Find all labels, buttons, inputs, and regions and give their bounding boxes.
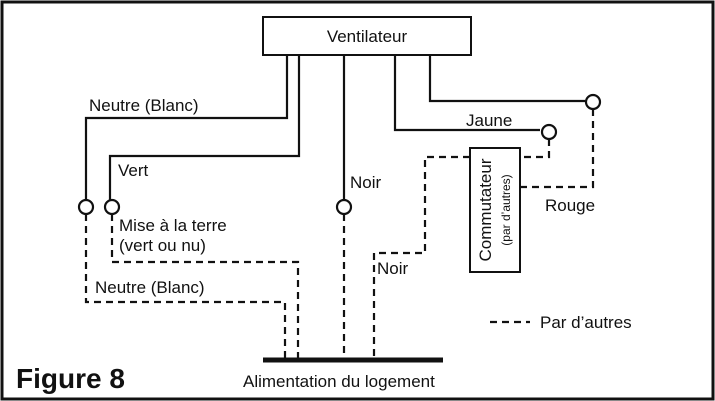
neutral-house-wire — [84, 214, 287, 359]
red-to-switch-wire — [520, 109, 595, 189]
neutral-terminal — [77, 198, 95, 216]
black-terminal — [335, 198, 353, 216]
yellow-label: Jaune — [466, 111, 512, 130]
yellow-fan-wire — [393, 55, 540, 132]
ground-house-wire — [110, 214, 300, 359]
yellow-to-switch-wire — [520, 139, 551, 159]
switch-to-supply-wire — [372, 155, 470, 359]
red-terminal — [584, 93, 602, 111]
black-house-label: Noir — [377, 259, 409, 278]
neutral-fan-wire — [84, 55, 289, 201]
legend-label: Par d’autres — [540, 313, 632, 332]
switch-label: Commutateur — [476, 158, 495, 261]
green-label: Vert — [118, 161, 149, 180]
ground-label-line2: (vert ou nu) — [119, 236, 206, 255]
figure-label: Figure 8 — [16, 363, 125, 394]
neutral-fan-label: Neutre (Blanc) — [89, 96, 199, 115]
neutral-house-label: Neutre (Blanc) — [95, 278, 205, 297]
fan-label: Ventilateur — [327, 27, 408, 46]
yellow-terminal — [540, 123, 558, 141]
fan-wires — [84, 55, 585, 201]
green-fan-wire — [108, 55, 301, 201]
terminals — [77, 93, 602, 216]
switch-box — [469, 147, 521, 273]
red-label: Rouge — [545, 196, 595, 215]
red-fan-wire — [428, 55, 585, 103]
ground-terminal — [103, 198, 121, 216]
supply-label: Alimentation du logement — [243, 372, 435, 391]
ground-label-line1: Mise à la terre — [119, 216, 227, 235]
black-fan-label: Noir — [350, 173, 382, 192]
house-wiring-dashed — [84, 109, 595, 359]
fan-box — [262, 16, 472, 56]
switch-sublabel: (par d’autres) — [499, 174, 513, 245]
